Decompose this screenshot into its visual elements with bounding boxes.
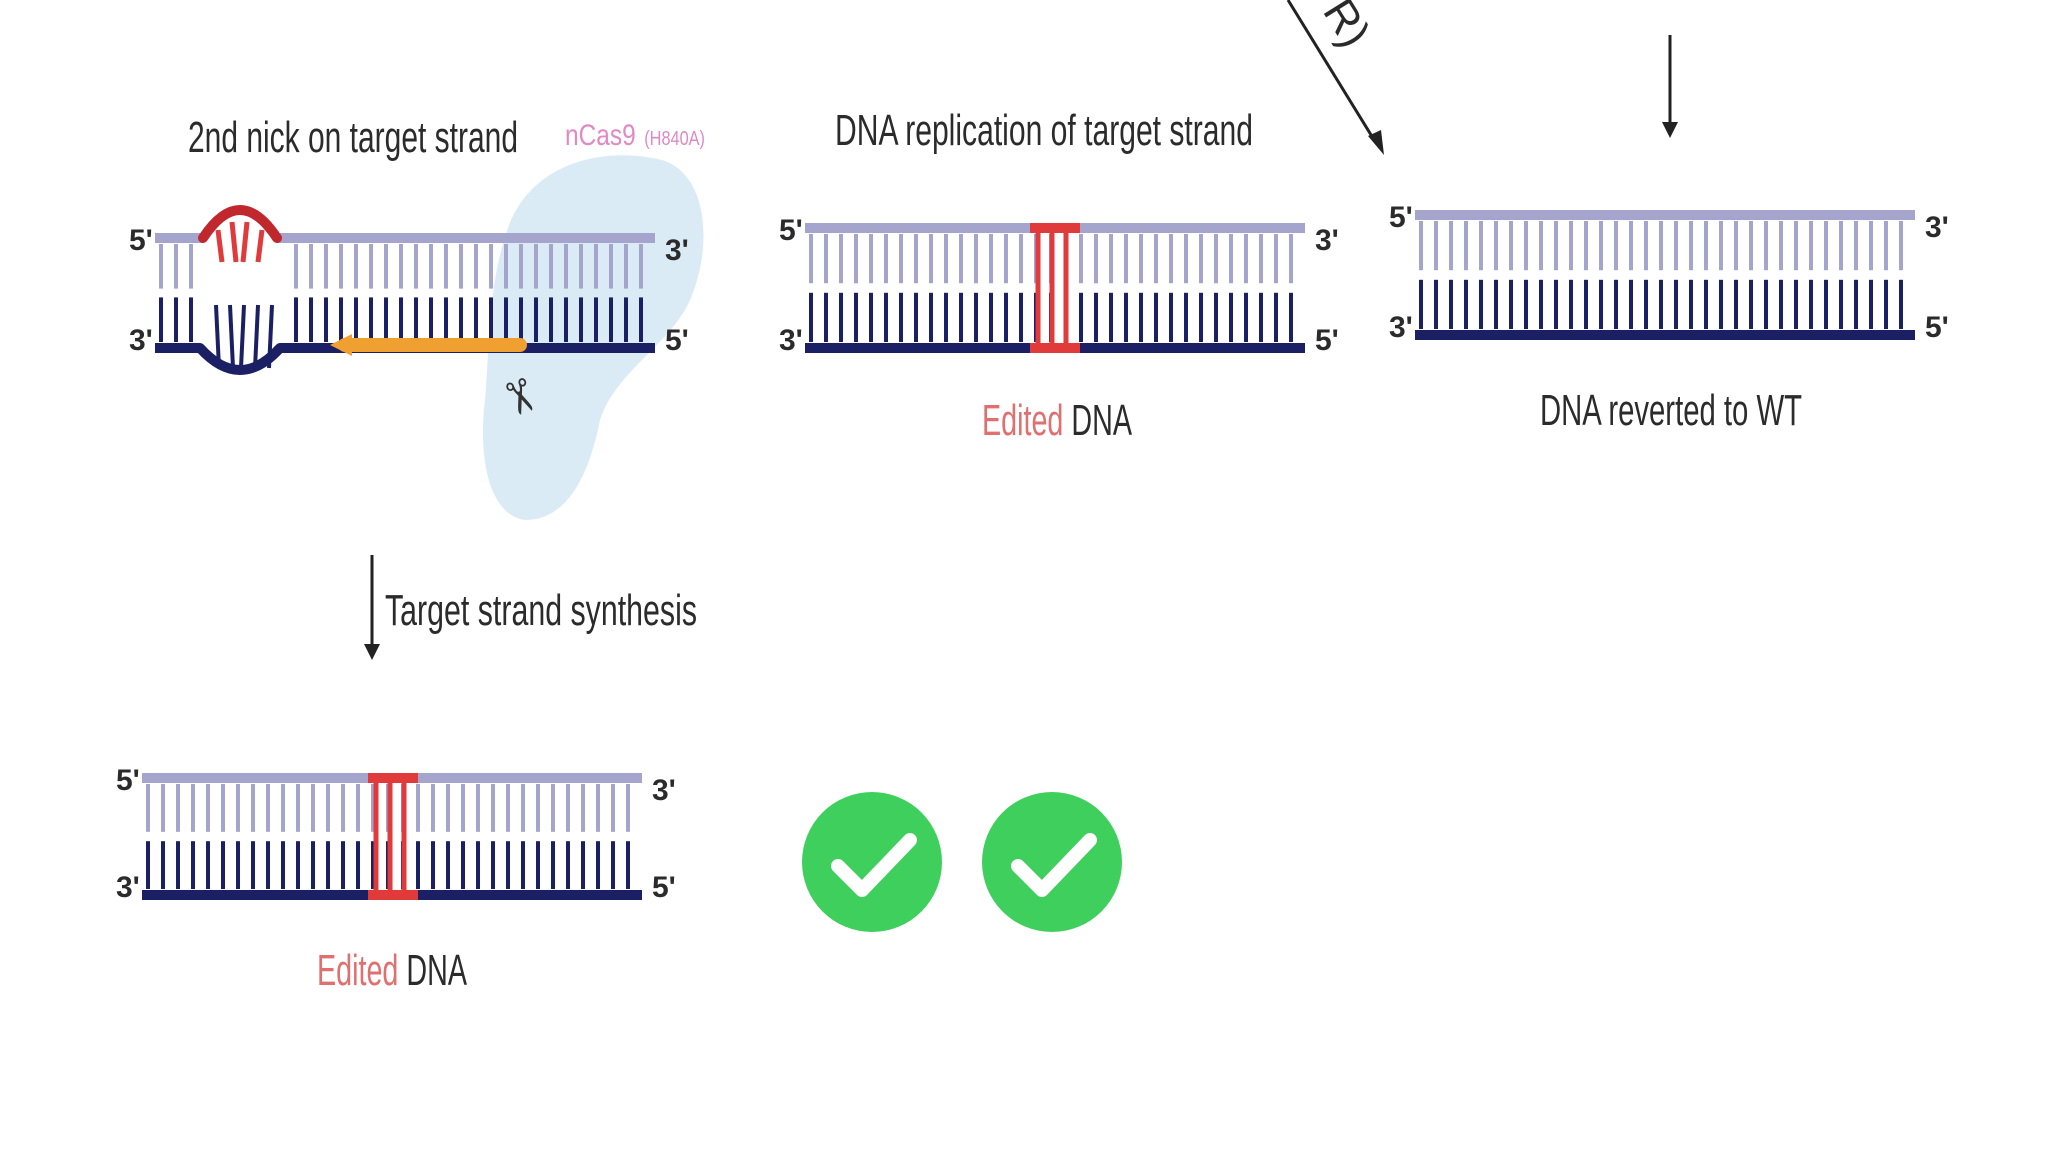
end-label-bottom-left: 3' (129, 324, 153, 357)
end-label-bottom-right: 5' (1315, 324, 1339, 357)
bubble-top-base (215, 229, 225, 263)
reverted-caption: DNA reverted to WT (1540, 386, 1802, 435)
end-label-bottom-left: 3' (779, 324, 803, 357)
bubble-top-strand (198, 205, 282, 243)
bubble-bottom-bases (214, 304, 274, 369)
bubble-bottom-base (214, 304, 221, 369)
mmr-label-fragment: R) (1313, 0, 1379, 56)
nick-title: 2nd nick on target strand (188, 113, 518, 162)
edited-center-highlight: Edited (982, 396, 1063, 445)
bubble-top-base (255, 229, 265, 263)
edited-left-rest: DNA (398, 946, 467, 995)
bubble-bottom-base (228, 304, 235, 369)
edited-left-highlight: Edited (317, 946, 398, 995)
guide-arrowhead (330, 334, 352, 356)
end-label-top-left: 5' (129, 224, 153, 257)
end-label-bottom-left: 3' (1389, 311, 1413, 344)
end-label-bottom-left: 3' (116, 871, 140, 904)
end-label-bottom-right: 5' (652, 871, 676, 904)
synthesis-arrowhead-icon (364, 644, 380, 660)
synthesis-label: Target strand synthesis (385, 586, 697, 635)
edited-left-dna-duplex: 5' 3' 3' 5' (116, 764, 676, 904)
check-badge-2 (982, 792, 1122, 932)
mmr-arrowhead-icon (1368, 130, 1384, 155)
end-label-bottom-right: 5' (665, 324, 689, 357)
edited-left-caption: Edited DNA (317, 946, 467, 995)
end-label-top-right: 3' (665, 234, 689, 267)
end-label-bottom-right: 5' (1925, 311, 1949, 344)
edited-left-panel: 5' 3' 3' 5' Edited DNA (116, 764, 676, 995)
reverted-arrow (1662, 35, 1678, 138)
check-circle (802, 792, 942, 932)
end-label-top-right: 3' (652, 774, 676, 807)
end-label-top-left: 5' (1389, 201, 1413, 234)
enzyme-variant: (H840A) (644, 128, 705, 150)
bubble-top-bases (215, 221, 265, 263)
cas9-blob (482, 155, 704, 521)
bubble-bottom-base (267, 304, 274, 369)
end-label-top-left: 5' (116, 764, 140, 797)
mmr-arrow-line (1286, 0, 1378, 144)
nick-panel: 2nd nick on target strand nCas9 (H840A) … (129, 113, 705, 521)
end-label-top-right: 3' (1925, 211, 1949, 244)
synthesis-step: Target strand synthesis (364, 555, 697, 660)
edited-center-rest: DNA (1063, 396, 1132, 445)
bubble-bottom-base (253, 304, 260, 369)
check-badge-1 (802, 792, 942, 932)
reverted-dna-duplex: 5' 3' 3' 5' (1389, 201, 1949, 344)
reverted-panel: 5' 3' 3' 5' DNA reverted to WT (1389, 201, 1949, 435)
replication-dna-duplex: 5' 3' 3' 5' (779, 214, 1339, 357)
checkmark-icon (1011, 833, 1097, 897)
edited-center-caption: Edited DNA (982, 396, 1132, 445)
end-label-top-left: 5' (779, 214, 803, 247)
end-label-top-right: 3' (1315, 224, 1339, 257)
reverted-arrowhead-icon (1662, 122, 1678, 138)
replication-title: DNA replication of target strand (835, 106, 1253, 155)
check-circle (982, 792, 1122, 932)
mmr-step: R) (1286, 0, 1384, 155)
bubble-top-base (229, 221, 239, 263)
nick-dna-duplex: 5' 3' 3' 5' (129, 224, 689, 357)
enzyme-name: nCas9 (565, 119, 636, 152)
bubble-top-base (240, 221, 250, 263)
bubble-bottom-base (239, 304, 246, 369)
enzyme-label: nCas9 (H840A) (565, 119, 705, 152)
replication-panel: DNA replication of target strand 5'3'3'5… (779, 106, 1339, 445)
checkmark-icon (831, 833, 917, 897)
